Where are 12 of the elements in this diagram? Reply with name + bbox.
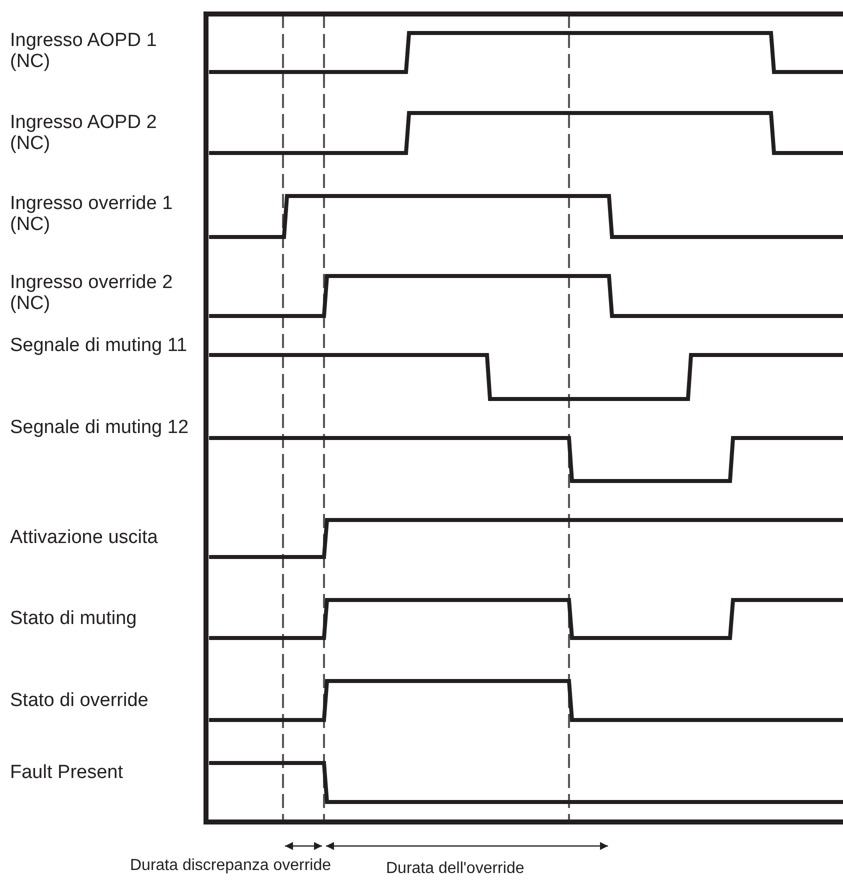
signal-label: Ingresso override 2 (NC) xyxy=(10,272,174,314)
signal-label: Segnale di muting 11 xyxy=(10,335,188,356)
signal-label: Ingresso override 1 (NC) xyxy=(10,193,174,235)
signal-label: Stato di override xyxy=(10,690,150,711)
signal-label: Segnale di muting 12 xyxy=(10,417,190,438)
signal-label: Attivazione uscita xyxy=(10,527,159,548)
duration-label: Durata discrepanza override xyxy=(130,857,331,875)
signal-label: Ingresso AOPD 2 (NC) xyxy=(10,112,158,154)
signal-label: Ingresso AOPD 1 (NC) xyxy=(10,30,158,72)
duration-label: Durata dell'override xyxy=(386,860,524,878)
signal-label: Fault Present xyxy=(10,762,124,783)
signal-label: Stato di muting xyxy=(10,608,138,629)
